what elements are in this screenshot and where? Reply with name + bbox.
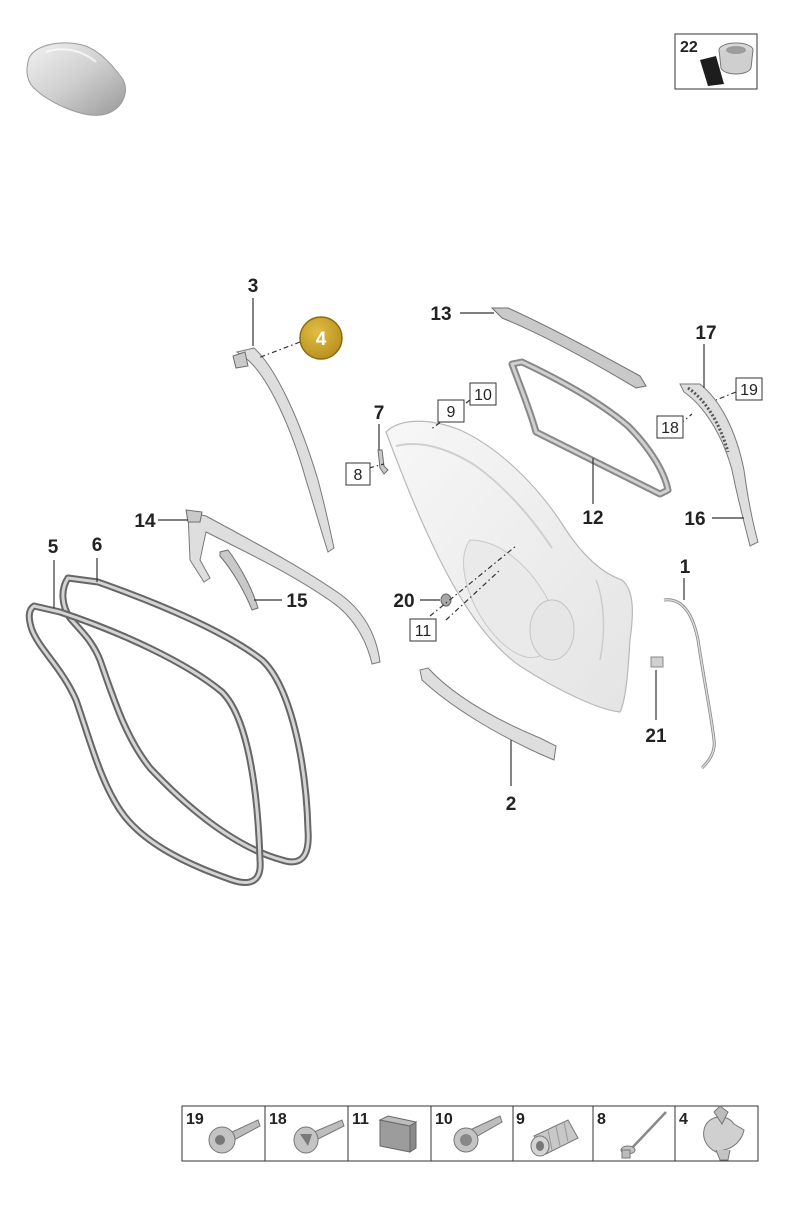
highlight-callout-4[interactable]: 4 [299,316,343,360]
callout-5[interactable]: 5 [48,537,59,558]
bolt-round-head-icon [208,1119,261,1154]
part-15-small-seal[interactable] [219,549,259,611]
part-3-pillar-seal[interactable] [232,347,335,553]
callout-7[interactable]: 7 [374,403,385,424]
callout-16[interactable]: 16 [684,509,705,530]
callout-15[interactable]: 15 [286,591,308,612]
boxed-callout-18-label: 18 [661,420,679,437]
push-clip-icon [703,1105,745,1161]
boxed-callouts: 10 9 8 19 18 11 [345,377,763,642]
boxed-callout-11-label: 11 [415,623,432,640]
legend-number-10: 10 [435,1111,453,1128]
boxed-callout-11[interactable]: 11 [409,618,437,642]
boxed-callout-9-label: 9 [447,404,456,421]
callout-21[interactable]: 21 [645,726,667,747]
callout-3[interactable]: 3 [248,276,259,297]
fastener-legend: 19 18 11 10 9 8 4 [181,1105,759,1162]
leader-4 [257,341,301,359]
rivet-nut-icon [530,1119,579,1157]
kit-box-22-label: 22 [680,39,698,56]
part-5-outer-door-seal[interactable] [25,602,264,886]
boxed-callout-19[interactable]: 19 [735,377,763,401]
part-21-pad[interactable] [650,656,664,668]
part-16-rear-channel[interactable] [679,383,759,547]
pad-block-icon [378,1115,418,1153]
part-13-upper-channel[interactable] [490,307,647,389]
callout-17[interactable]: 17 [695,323,716,344]
legend-number-9: 9 [516,1111,525,1128]
leader-lines [53,298,744,786]
kit-box-22[interactable]: 22 [674,33,758,90]
bolt-flange-head-icon [293,1119,345,1154]
bolt-hex-flange-icon [453,1115,503,1153]
callout-2[interactable]: 2 [506,794,517,815]
callout-14[interactable]: 14 [134,511,156,532]
boxed-callout-8[interactable]: 8 [345,462,371,486]
boxed-callout-19-label: 19 [740,382,758,399]
door-shell[interactable] [385,420,633,713]
part-14-frame-seal[interactable] [185,509,381,665]
car-thumbnail-icon [26,42,126,116]
callout-1[interactable]: 1 [680,557,691,578]
part-7-clip[interactable] [377,449,389,475]
part-2-sill-strip[interactable] [419,667,557,761]
boxed-callout-9[interactable]: 9 [437,399,465,423]
legend-number-8: 8 [597,1111,606,1128]
boxed-callout-10[interactable]: 10 [469,382,497,406]
boxed-callout-8-label: 8 [354,467,363,484]
seal-plug-icon [700,42,754,86]
callout-6[interactable]: 6 [92,535,103,556]
legend-number-19: 19 [186,1111,204,1128]
blind-rivet-icon [620,1111,667,1159]
part-1-cable[interactable] [663,598,716,770]
highlight-callout-4-label: 4 [316,329,327,350]
callout-20[interactable]: 20 [393,591,414,612]
legend-number-11: 11 [352,1111,369,1128]
boxed-callout-18[interactable]: 18 [656,415,684,439]
boxed-callout-10-label: 10 [474,387,492,404]
part-20-grommet[interactable] [440,593,452,607]
callout-12[interactable]: 12 [582,508,603,529]
callout-numbers: 3 13 17 7 12 16 14 5 6 15 1 20 21 2 [48,276,717,815]
part-6-inner-door-seal[interactable] [59,574,312,866]
callout-13[interactable]: 13 [430,304,451,325]
part-12-window-frame[interactable] [508,358,672,498]
legend-number-18: 18 [269,1111,287,1128]
legend-number-4: 4 [679,1111,688,1128]
